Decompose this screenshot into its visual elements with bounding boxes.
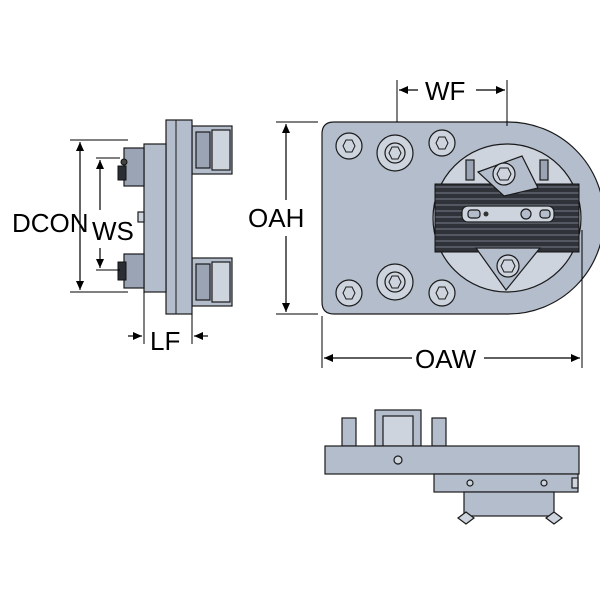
ws-dimension — [96, 157, 120, 271]
ws-label: WS — [92, 216, 134, 246]
screw-bottom-mid — [376, 263, 414, 301]
screw-bottom-right — [428, 279, 456, 307]
oah-label: OAH — [248, 203, 304, 233]
top-view — [324, 409, 580, 525]
screw-top-right — [428, 129, 456, 157]
wf-label: WF — [425, 76, 465, 106]
screw-top-left — [335, 132, 363, 160]
lf-label: LF — [150, 326, 180, 356]
side-view — [117, 119, 233, 315]
front-view — [321, 121, 600, 315]
oah-dimension — [276, 121, 318, 315]
dcon-label: DCON — [12, 208, 89, 238]
screw-top-mid — [376, 134, 414, 172]
screw-bottom-left — [335, 279, 363, 307]
oaw-dimension — [321, 230, 583, 368]
wf-dimension — [396, 80, 508, 126]
oaw-label: OAW — [415, 344, 477, 374]
dcon-dimension — [70, 139, 128, 293]
serrated-chuck — [432, 143, 582, 293]
lf-dimension — [128, 292, 208, 344]
